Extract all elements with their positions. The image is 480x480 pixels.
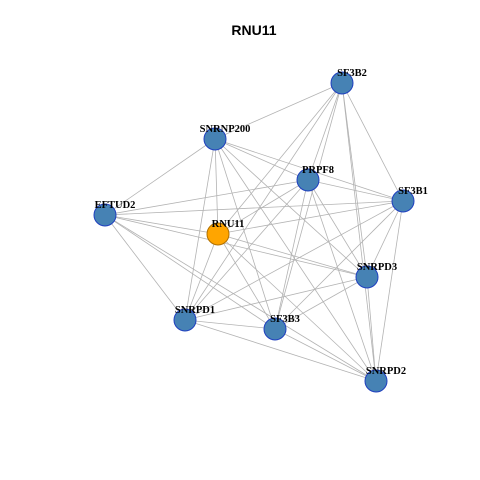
diagram-title: RNU11 (231, 22, 276, 38)
edge-sf3b2-sf3b3 (274, 82, 343, 330)
edge-snrnp200-prpf8 (214, 138, 309, 181)
node-rnu11: RNU11 (206, 219, 245, 246)
node-circle-snrnp200 (203, 127, 227, 151)
edge-sf3b3-snrpd2 (274, 328, 377, 382)
edge-eftud2-snrpd2 (104, 214, 377, 382)
edge-sf3b2-sf3b1 (341, 82, 404, 202)
edge-prpf8-snrpd1 (184, 179, 309, 321)
node-snrnp200: SNRNP200 (200, 124, 251, 151)
node-label-snrpd2: SNRPD2 (366, 366, 406, 377)
node-label-sf3b1: SF3B1 (398, 186, 428, 197)
edge-snrpd1-snrpd2 (184, 319, 377, 382)
edge-rnu11-sf3b3 (217, 233, 276, 330)
edge-prpf8-sf3b3 (274, 179, 309, 330)
edge-sf3b1-snrpd2 (375, 200, 404, 382)
edge-sf3b1-sf3b3 (274, 200, 404, 330)
edge-eftud2-snrpd3 (104, 214, 368, 278)
edge-eftud2-rnu11 (104, 214, 219, 235)
node-sf3b3: SF3B3 (263, 314, 300, 341)
edge-prpf8-snrpd3 (307, 179, 368, 278)
node-circle-snrpd3 (355, 265, 379, 289)
node-circle-prpf8 (296, 168, 320, 192)
edge-snrnp200-rnu11 (214, 138, 219, 235)
edge-sf3b2-snrnp200 (214, 82, 343, 140)
node-label-snrpd1: SNRPD1 (175, 305, 215, 316)
edge-snrnp200-snrpd1 (184, 138, 216, 321)
edge-prpf8-sf3b1 (307, 179, 404, 202)
edge-rnu11-snrpd1 (184, 233, 219, 321)
edge-sf3b1-eftud2 (104, 200, 404, 216)
node-label-sf3b3: SF3B3 (270, 314, 300, 325)
edge-sf3b2-prpf8 (307, 82, 343, 181)
edge-snrpd3-snrpd1 (184, 276, 368, 321)
edge-rnu11-snrpd3 (217, 233, 368, 278)
edge-snrnp200-sf3b3 (214, 138, 276, 330)
node-label-eftud2: EFTUD2 (95, 200, 136, 211)
node-circle-sf3b2 (330, 71, 354, 95)
edge-sf3b2-snrpd3 (341, 82, 368, 278)
edge-snrpd3-sf3b3 (274, 276, 368, 330)
node-snrpd1: SNRPD1 (173, 305, 215, 332)
node-circle-eftud2 (93, 203, 117, 227)
node-sf3b1: SF3B1 (391, 186, 428, 213)
edge-sf3b1-snrpd3 (366, 200, 404, 278)
edge-sf3b1-rnu11 (217, 200, 404, 235)
node-circle-sf3b3 (263, 317, 287, 341)
node-eftud2: EFTUD2 (93, 200, 136, 227)
edge-snrpd3-snrpd2 (366, 276, 377, 382)
edge-eftud2-snrpd1 (104, 214, 186, 321)
node-snrpd3: SNRPD3 (355, 262, 397, 289)
edge-prpf8-snrpd2 (307, 179, 377, 382)
node-snrpd2: SNRPD2 (364, 366, 406, 393)
node-circle-snrpd1 (173, 308, 197, 332)
edge-snrnp200-snrpd3 (214, 138, 368, 278)
node-circle-snrpd2 (364, 369, 388, 393)
node-prpf8: PRPF8 (296, 165, 334, 192)
edge-sf3b1-snrpd1 (184, 200, 404, 321)
node-label-rnu11: RNU11 (212, 219, 245, 230)
edge-sf3b2-snrpd2 (341, 82, 377, 382)
edge-snrpd1-sf3b3 (184, 319, 276, 330)
node-label-snrnp200: SNRNP200 (200, 124, 251, 135)
node-circle-sf3b1 (391, 189, 415, 213)
node-layer: SF3B2SNRNP200PRPF8SF3B1EFTUD2RNU11SNRPD3… (93, 68, 428, 393)
edge-eftud2-sf3b3 (104, 214, 276, 330)
edge-prpf8-eftud2 (104, 179, 309, 216)
edge-rnu11-snrpd2 (217, 233, 377, 382)
node-label-snrpd3: SNRPD3 (357, 262, 397, 273)
edge-snrnp200-eftud2 (104, 138, 216, 216)
node-label-prpf8: PRPF8 (302, 165, 334, 176)
node-label-sf3b2: SF3B2 (337, 68, 367, 79)
node-circle-rnu11 (206, 222, 230, 246)
edge-prpf8-rnu11 (217, 179, 309, 235)
node-sf3b2: SF3B2 (330, 68, 367, 95)
